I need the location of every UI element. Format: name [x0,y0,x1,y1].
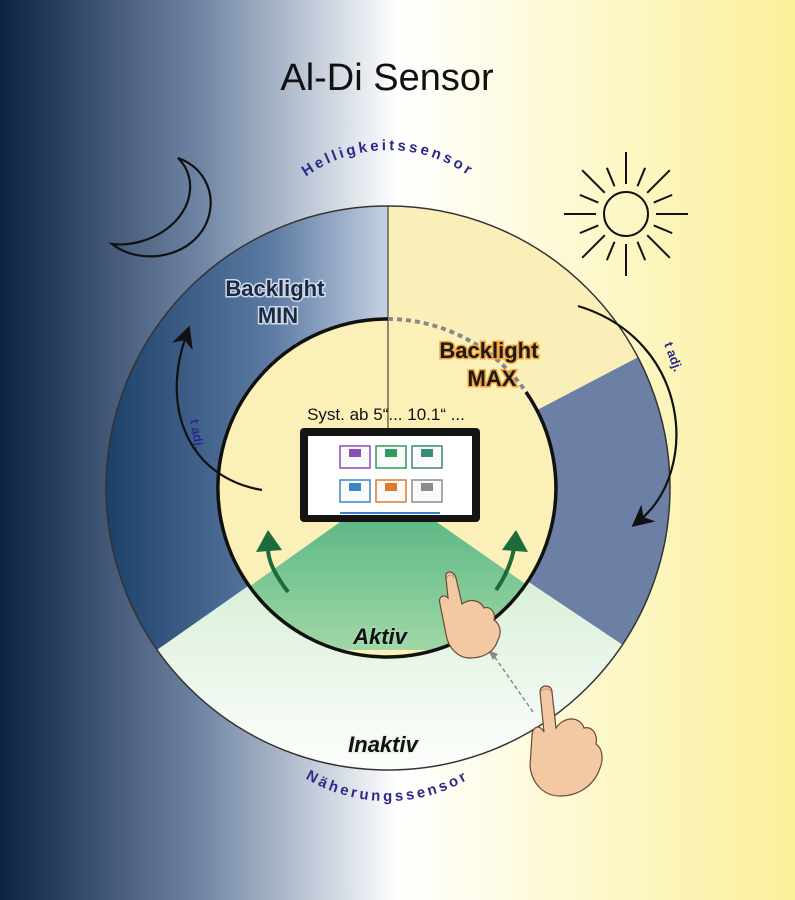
sun-ray [581,234,606,259]
sun-ray [636,241,647,261]
sun-ray [579,224,599,235]
approach-path [493,655,534,713]
max-adjust-arrow [577,304,678,528]
pointing-hand-icon [439,571,501,659]
t-adj-left-label: t adj. [187,418,207,450]
active-label: Aktiv [352,624,409,649]
sun-ray [581,169,606,194]
screen-tile-icon [421,483,433,491]
backlight-min-label: Backlight MIN [225,276,330,328]
backlight-max-label: Backlight MAX [439,338,544,391]
sun-ray [605,241,616,261]
crescent-moon-icon [108,156,212,258]
sun-ray [653,193,673,204]
sun-ray [653,224,673,235]
sun-icon [564,152,688,276]
system-range-label: Syst. ab 5“... 10.1“ ... [307,405,465,424]
sun-disc [603,191,649,237]
sun-ray [579,193,599,204]
screen-tile-icon [349,449,361,457]
display-device [300,428,480,522]
min-adjust-arrow [171,325,263,492]
sun-ray [646,169,671,194]
sun-ray [605,167,616,187]
inner-circle-solid [216,317,558,659]
screen-tiles [339,445,443,503]
inactive-label: Inaktiv [348,732,419,757]
sun-ray [646,234,671,259]
screen-tile-icon [421,449,433,457]
activate-arrow-right [494,530,528,592]
screen-tile-icon [349,483,361,491]
sun-ray [636,167,647,187]
screen-tile-icon [385,483,397,491]
approaching-hand-icon [529,685,603,797]
diagram-title: Al-Di Sensor [280,57,494,99]
activate-arrow-left [256,530,290,594]
screen-tile-icon [385,449,397,457]
inner-circle-dotted [387,317,528,394]
